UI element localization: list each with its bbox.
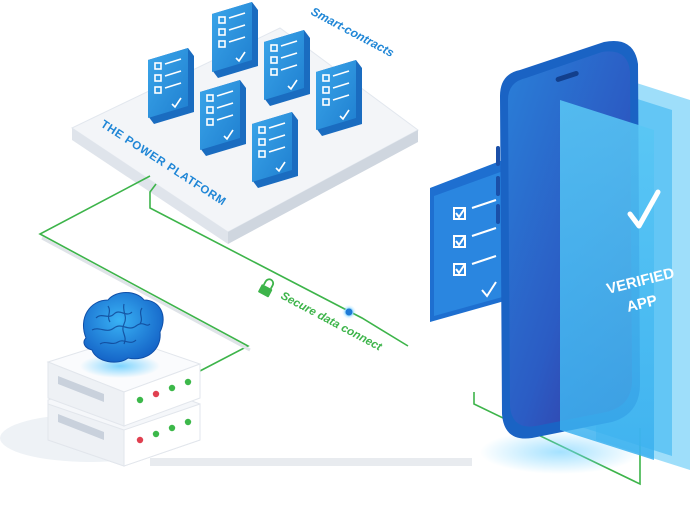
- base-rail: [150, 458, 472, 466]
- connector-rail-shadow: [41, 236, 251, 352]
- app-label: APP: [625, 292, 659, 316]
- smart-contracts-label: Smart-contracts: [309, 4, 397, 60]
- document-checklist-icon: [316, 60, 362, 136]
- brain-icon: [80, 292, 164, 378]
- checkmark-icon: [627, 189, 661, 229]
- server-icon: [0, 337, 202, 467]
- app-checklist-card: [430, 158, 508, 322]
- document-checklist-icon: [200, 80, 246, 156]
- document-checklist-icon: [212, 2, 258, 78]
- secure-node-icon: [342, 305, 356, 319]
- lock-icon: [258, 278, 275, 298]
- document-checklist-icon: [264, 30, 310, 106]
- document-checklist-icon: [148, 48, 194, 124]
- document-checklist-icon: [252, 112, 298, 188]
- verified-screen: [560, 100, 654, 460]
